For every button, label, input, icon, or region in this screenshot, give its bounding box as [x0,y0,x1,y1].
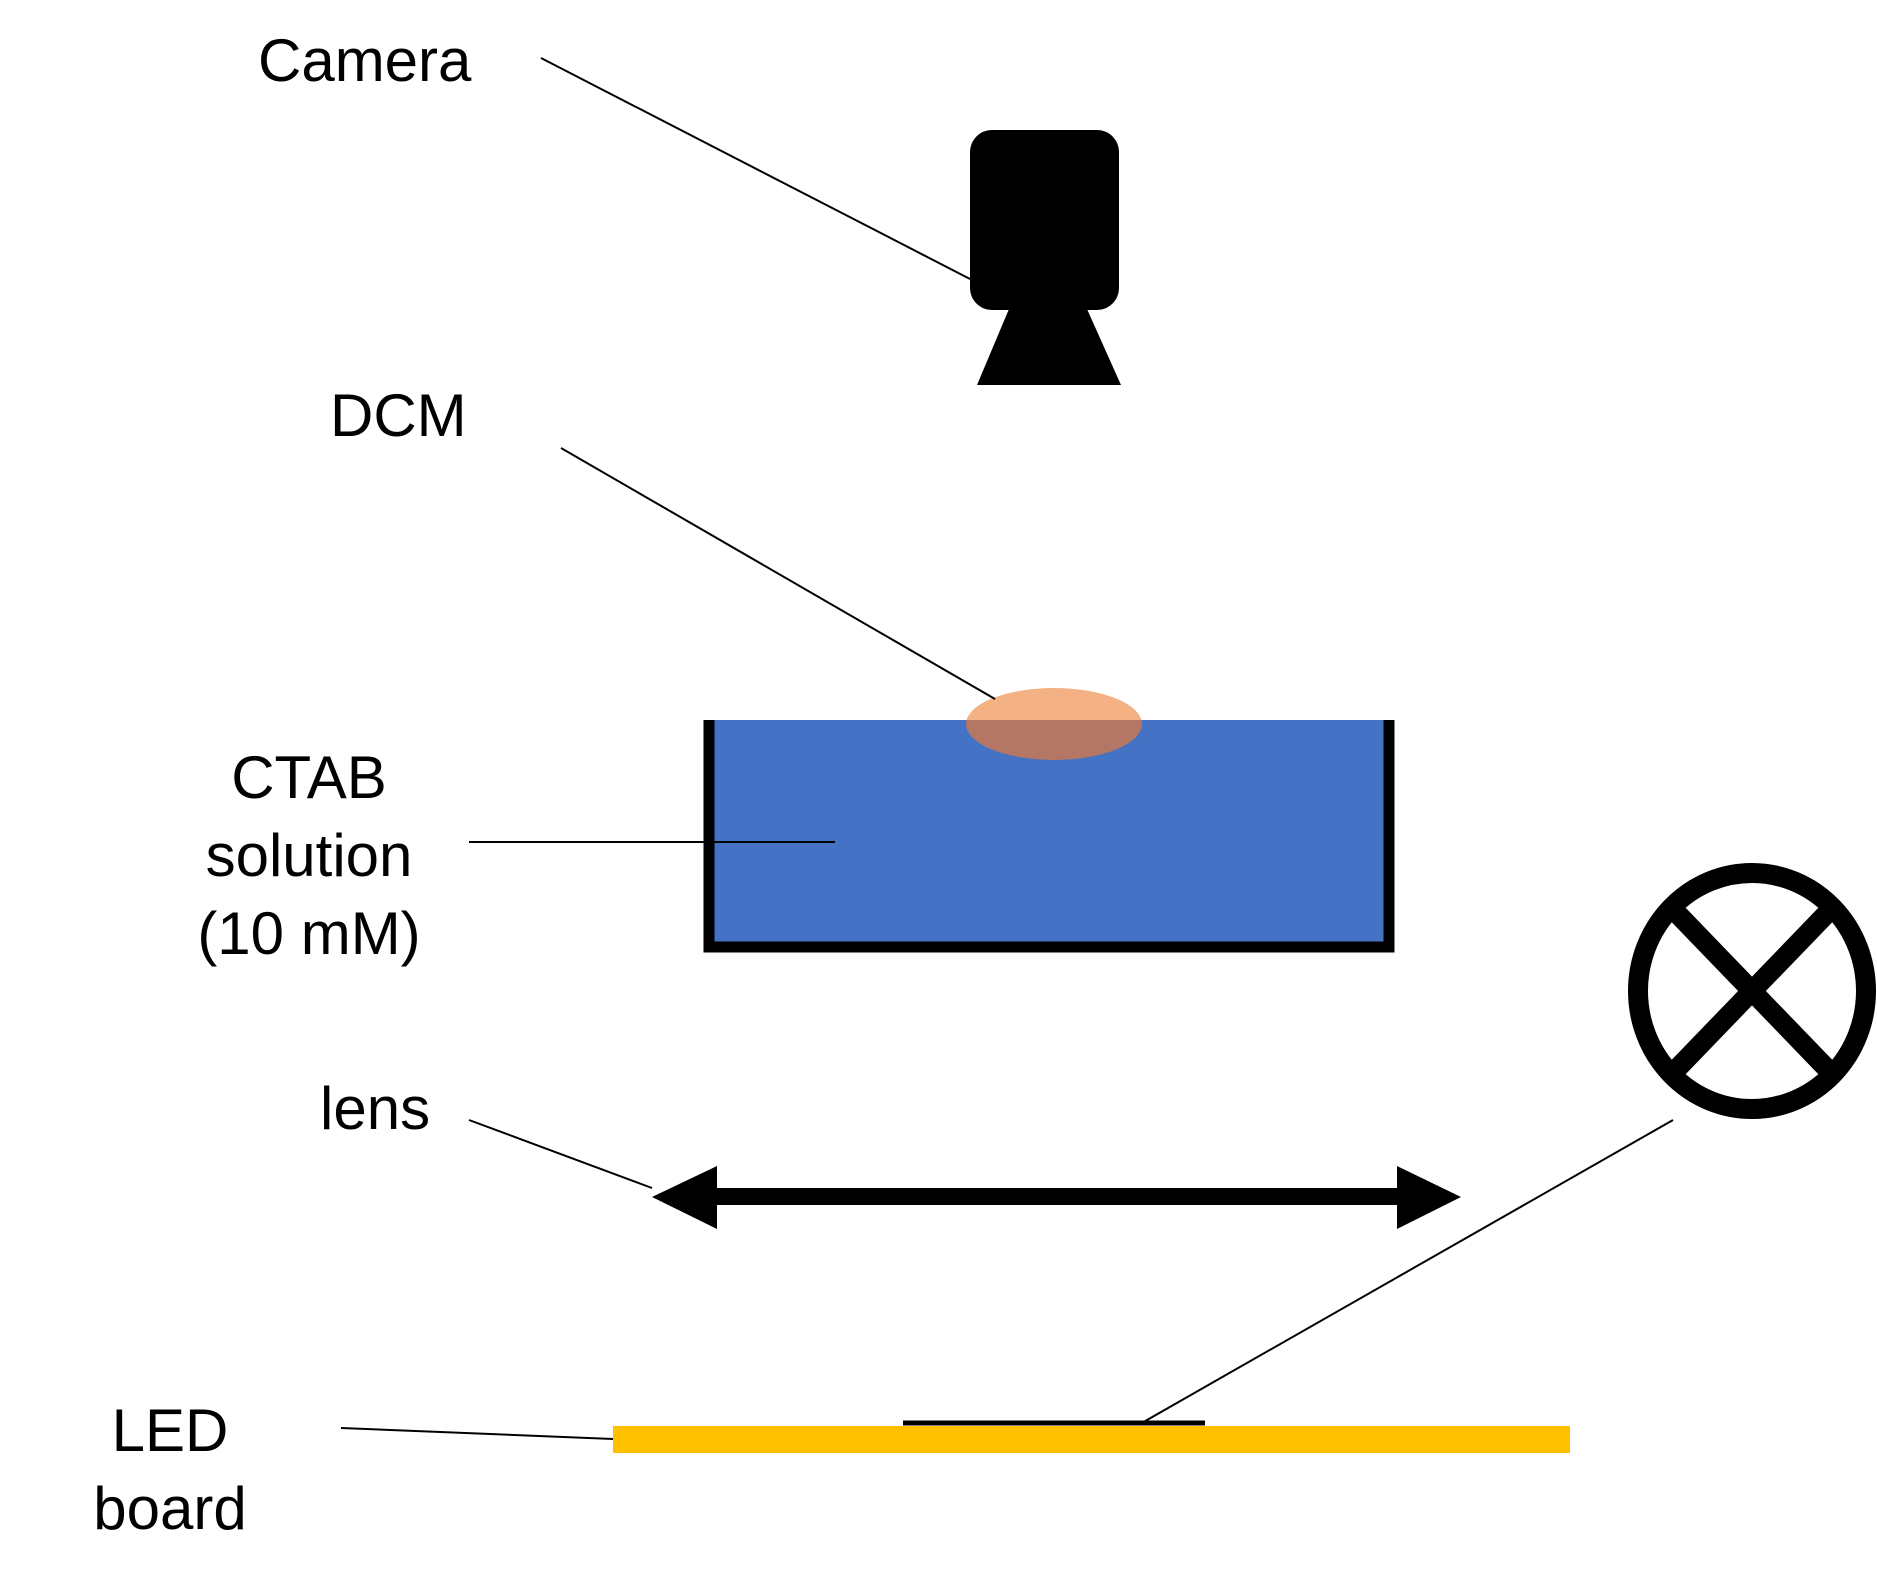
camera-leader-line [540,57,971,280]
dcm-label: DCM [330,382,467,449]
led-board [613,1426,1570,1453]
lens-label: lens [320,1075,430,1142]
led-label-line1: LED [112,1397,229,1464]
dcm-leader-line [560,447,996,700]
led-leader-line [340,1427,614,1440]
lamp-symbol-icon [1628,863,1876,1119]
ctab-label-line3: (10 mM) [197,900,420,967]
double-headed-arrow-icon [652,1166,1461,1229]
lens-leader-line [468,1119,653,1189]
lamp-leader-line [1139,1119,1674,1425]
led-label-line2: board [93,1475,246,1542]
camera-icon [970,130,1121,385]
dcm-droplet [966,688,1142,760]
camera-label: Camera [258,27,472,94]
ctab-label-line2: solution [206,822,413,889]
container-walls [703,720,1395,953]
ctab-label-line1: CTAB [231,744,387,811]
